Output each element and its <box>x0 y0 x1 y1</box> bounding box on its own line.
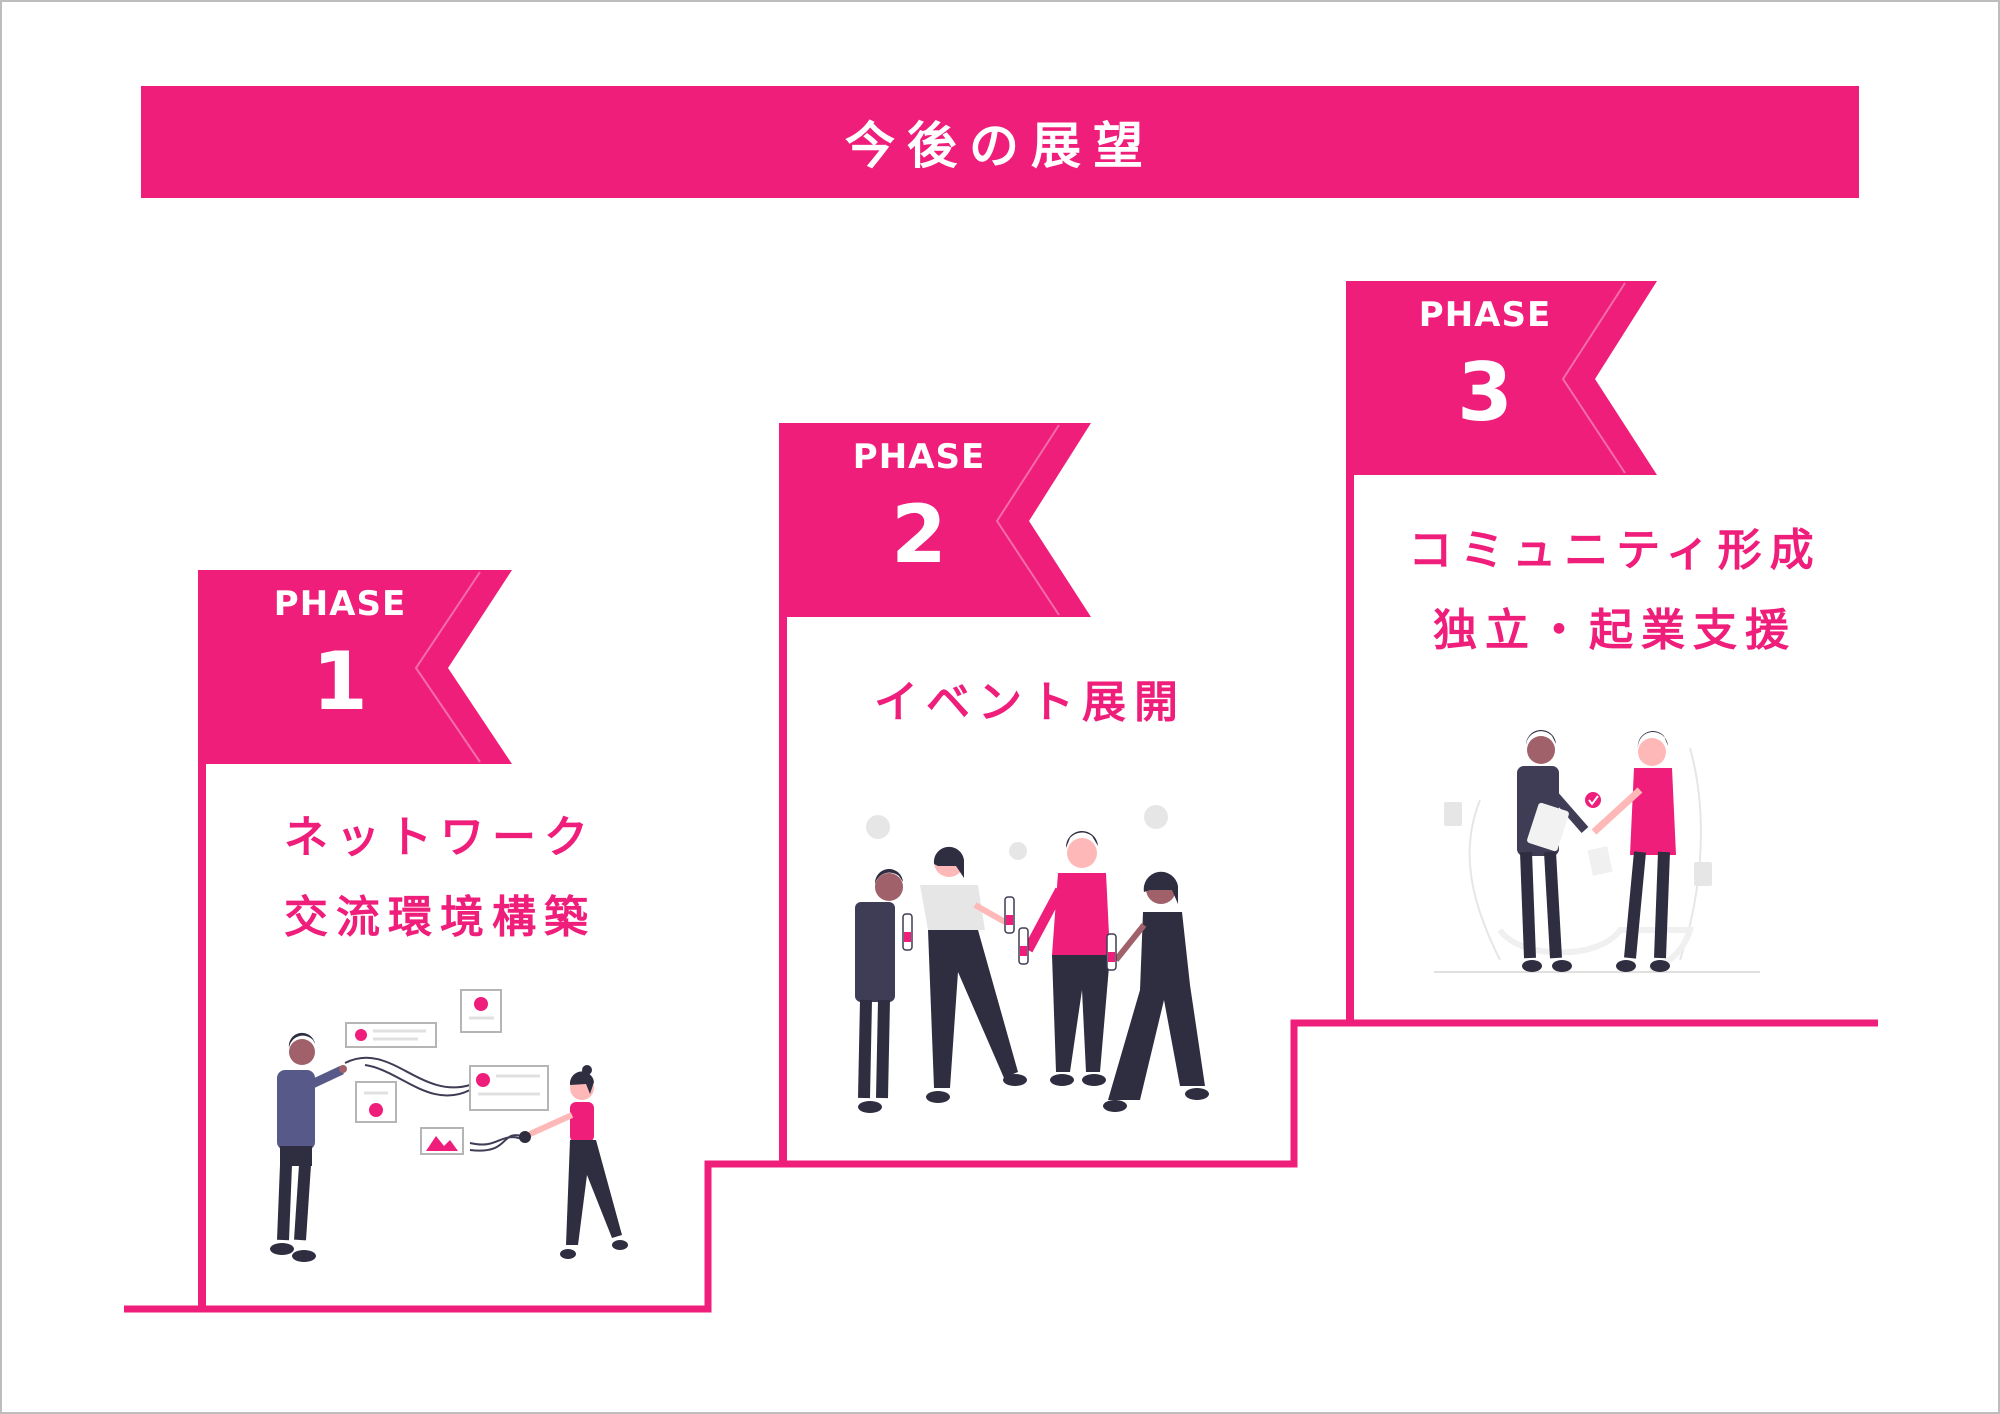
phase-2-word: PHASE <box>852 437 986 477</box>
phase-1-caption: ネットワーク 交流環境構築 <box>220 798 660 958</box>
phase-3-word: PHASE <box>1418 295 1552 335</box>
phase-2-flag-label: PHASE 2 <box>809 437 1029 575</box>
phase-1-word: PHASE <box>273 584 407 624</box>
title-banner: 今後の展望 <box>141 86 1859 198</box>
phase-2-number: 2 <box>891 488 947 581</box>
phase-3-flag-label: PHASE 3 <box>1375 295 1595 433</box>
phase-1-number: 1 <box>312 635 368 728</box>
people-connecting-cards-illustration <box>270 989 628 1262</box>
phase-3-caption: コミュニティ形成 独立・起業支援 <box>1370 511 1860 671</box>
people-toasting-illustration <box>855 805 1209 1113</box>
phase-2-caption-line-1: イベント展開 <box>874 677 1186 728</box>
page-title: 今後の展望 <box>845 117 1155 175</box>
phase-1-caption-line-2: 交流環境構築 <box>284 892 596 943</box>
phase-3-caption-line-2: 独立・起業支援 <box>1433 605 1797 656</box>
staircase-line <box>124 1019 1878 1313</box>
phase-3-flag <box>1346 281 1657 1023</box>
phase-3-number: 3 <box>1457 346 1513 439</box>
phase-1-flag-label: PHASE 1 <box>230 584 450 722</box>
phase-2-flag <box>779 423 1091 1164</box>
phase-1-caption-line-1: ネットワーク <box>284 812 596 863</box>
phase-2-caption: イベント展開 <box>800 663 1260 743</box>
handshake-illustration <box>1434 729 1760 973</box>
phase-3-caption-line-1: コミュニティ形成 <box>1408 525 1822 576</box>
phase-1-flag <box>198 570 512 1309</box>
